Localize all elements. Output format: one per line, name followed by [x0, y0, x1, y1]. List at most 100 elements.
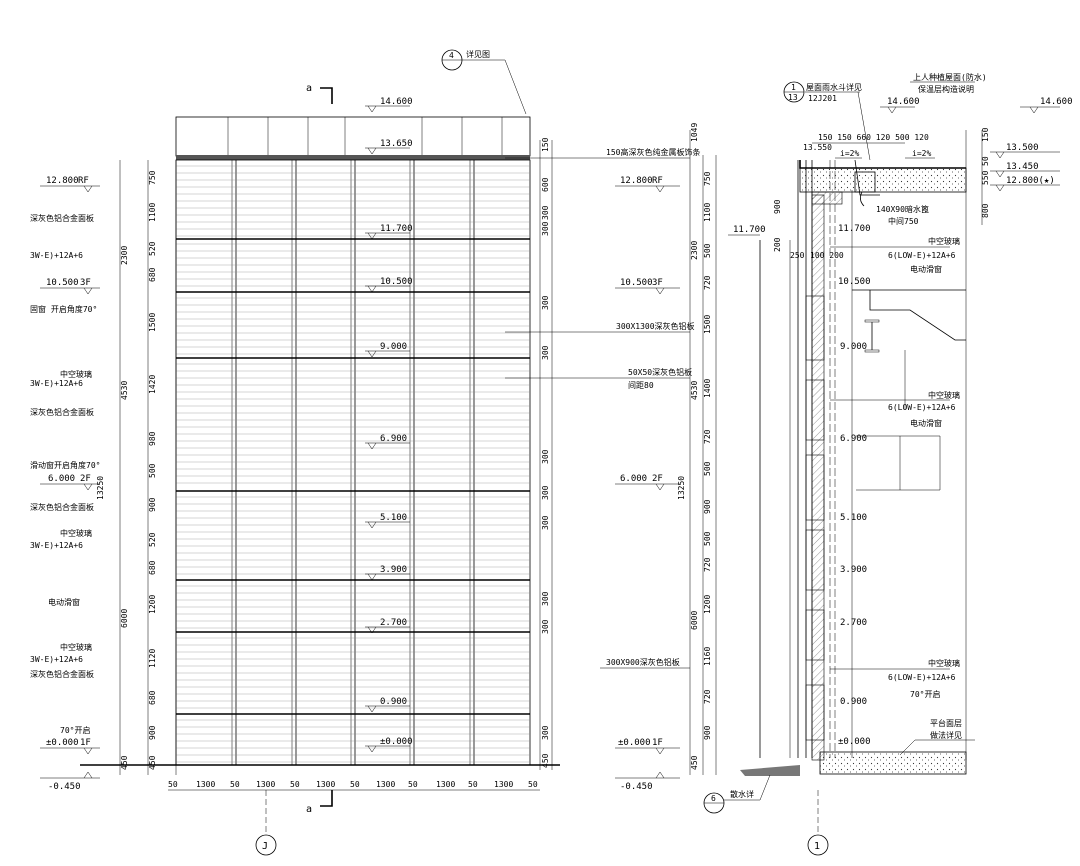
note-text: 300X1300深灰色铝板	[616, 321, 695, 331]
level-text: 6.900	[840, 434, 867, 444]
dim-text: 50	[468, 780, 478, 789]
dim-text: 1500	[703, 315, 712, 334]
level-text: 13.550	[803, 143, 832, 152]
note-text: 做法详见	[930, 730, 962, 740]
note-text: 间距80	[628, 381, 654, 390]
dim-text: 450	[541, 753, 550, 768]
dim-text: 1300	[436, 780, 455, 789]
dim-text: 6000	[690, 611, 699, 630]
dim-text: 750	[703, 171, 712, 186]
dim-text: 50	[981, 156, 990, 166]
level-text: 10.500	[46, 278, 79, 288]
dim-text: 4530	[690, 381, 699, 400]
note-text: 深灰色铝合金面板	[30, 669, 94, 679]
level-text: 6.000	[48, 474, 75, 484]
level-tag: 1F	[80, 738, 91, 748]
level-text: 12.800	[46, 176, 79, 186]
front-level: ±0.000	[365, 737, 413, 753]
window-mark	[805, 379, 825, 441]
dim-text: 300	[541, 591, 550, 606]
louvre-lines	[176, 165, 530, 763]
level-text: 13.650	[380, 139, 413, 149]
level-text: ±0.000	[380, 737, 413, 747]
front-level: 6.900	[365, 434, 410, 450]
level-text: 0.900	[380, 697, 407, 707]
level-tag: 3F	[80, 278, 91, 288]
note-text: 电动滑窗	[910, 418, 942, 428]
callout-number: 6	[711, 794, 716, 803]
note-text: 中空玻璃	[928, 658, 960, 668]
section-mark-label: a	[306, 83, 312, 94]
note-text: 固窗 开启角度70°	[30, 304, 97, 314]
window-mark	[805, 529, 825, 591]
callout-number: 1	[791, 83, 796, 92]
window-mark	[805, 684, 825, 741]
dim-text: 300	[541, 449, 550, 464]
dim-text: 600	[541, 177, 550, 192]
dim-text: 900	[773, 199, 782, 214]
dim-text: 500	[703, 461, 712, 476]
callout-sub: 13	[788, 93, 798, 102]
left-notes: 深灰色铝合金面板 3W-E)+12A+6 固窗 开启角度70° 中空玻璃 3W-…	[30, 213, 100, 735]
dim-text: 50	[350, 780, 360, 789]
facade-elevation	[80, 116, 560, 766]
dim-text: 500	[148, 463, 157, 478]
dim-text: 4530	[120, 381, 129, 400]
front-level: 3.900	[365, 565, 410, 581]
dim-text: 1300	[256, 780, 275, 789]
dim-text: 300	[541, 205, 550, 220]
dim-text: 450	[148, 755, 157, 770]
note-text: 3W-E)+12A+6	[30, 655, 83, 664]
dim-text: 680	[148, 267, 157, 282]
dim-text: 50	[230, 780, 240, 789]
dim-text: 980	[148, 431, 157, 446]
dim-text: 300	[541, 515, 550, 530]
front-level: 0.900	[365, 697, 410, 713]
note-text: 300X900深灰色铝板	[606, 657, 680, 667]
front-level: 2.700	[365, 618, 410, 634]
note-text: 电动滑窗	[48, 597, 80, 607]
level-text: ±0.000	[46, 738, 79, 748]
front-level: 5.100	[365, 513, 410, 529]
bottom-dimensions: 50 1300 50 1300 50 1300 50 1300 50 1300 …	[168, 780, 540, 791]
level-text: 10.500	[838, 277, 871, 287]
note-text: 150高深灰色纯金属板饰条	[606, 147, 700, 157]
note-text: 中空玻璃	[928, 390, 960, 400]
level-tag: RF	[78, 176, 89, 186]
level-text: 11.700	[838, 224, 871, 234]
mid-floor-levels: 12.800 RF 10.500 3F 6.000 2F ±0.000 1F -…	[615, 176, 680, 792]
dim-text: 900	[703, 499, 712, 514]
level-text: 12.800(★)	[1006, 176, 1055, 186]
dim-text: 550	[981, 170, 990, 185]
note-text: 140X90暗水篦	[876, 204, 929, 214]
level-text: 0.900	[840, 697, 867, 707]
dim-text: 50	[290, 780, 300, 789]
section-mark-bottom: a	[306, 790, 333, 815]
axis-J: J	[255, 790, 277, 856]
level-tag: 2F	[80, 474, 91, 484]
level-text: 13.450	[1006, 162, 1039, 172]
dim-text: 300	[541, 295, 550, 310]
note-text: 中空玻璃	[60, 528, 92, 538]
dim-text: 1200	[148, 595, 157, 614]
level-text: -0.450	[620, 782, 653, 792]
note-text: 上人种植屋面(防水)	[913, 72, 987, 82]
level-text: 11.700	[733, 225, 766, 235]
dim-text: 1160	[703, 647, 712, 666]
dim-text: 1420	[148, 375, 157, 394]
front-level: 14.600	[365, 97, 413, 113]
dim-text: 900	[148, 725, 157, 740]
window-mark	[805, 609, 825, 661]
front-level: 13.650	[365, 139, 413, 155]
dim-text: 50	[408, 780, 418, 789]
dim-text: 150	[541, 137, 550, 152]
dim-text: 500	[703, 531, 712, 546]
dim-text: 300	[541, 485, 550, 500]
dim-text: 50	[168, 780, 178, 789]
note-text: 中间750	[888, 216, 919, 226]
dim-text: 900	[148, 497, 157, 512]
dim-text: 150	[981, 127, 990, 142]
level-text: 5.100	[840, 513, 867, 523]
note-text: 3W-E)+12A+6	[30, 251, 83, 260]
level-text: 14.600	[1040, 97, 1073, 107]
